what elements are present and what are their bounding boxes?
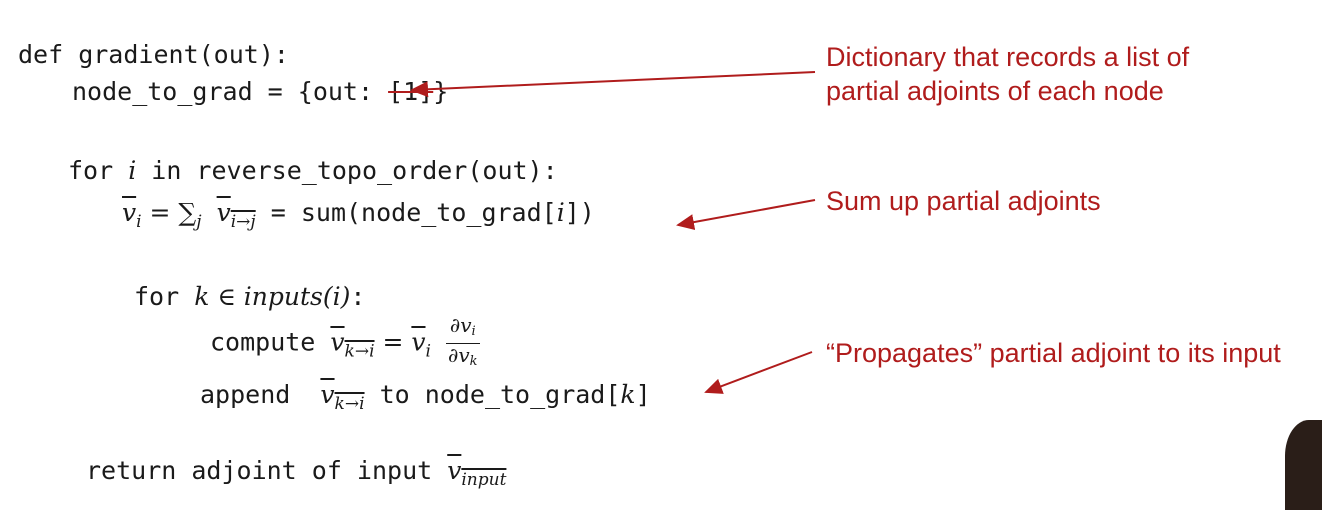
code-line-return: return adjoint of input vinput bbox=[86, 456, 507, 490]
code-line-sum: vi = ∑j vi→j = sum(node_to_grad[i]) bbox=[122, 198, 595, 232]
annotation-dictionary: Dictionary that records a list of partia… bbox=[826, 42, 1190, 106]
code-line-def: def gradient(out): bbox=[18, 40, 289, 69]
presenter-silhouette bbox=[1285, 420, 1322, 510]
code-line-for-i: for i in reverse_topo_order(out): bbox=[68, 156, 558, 185]
code-line-append: append vk→i to node_to_grad[k] bbox=[200, 380, 651, 414]
arrow-to-dictionary bbox=[410, 71, 816, 98]
code-line-for-k: for k ∈ inputs(i): bbox=[134, 282, 366, 311]
arrow-to-sum bbox=[676, 199, 816, 230]
partial-derivative-fraction: ∂vi∂vk bbox=[446, 313, 480, 369]
annotation-sum-up: Sum up partial adjoints bbox=[826, 186, 1101, 216]
arrow-to-append bbox=[704, 351, 813, 394]
annotation-arrows bbox=[410, 71, 816, 394]
code-line-compute: compute vk→i = vi ∂vi∂vk bbox=[210, 314, 480, 373]
code-line-node-to-grad: node_to_grad = {out: [1]} bbox=[72, 77, 449, 106]
annotation-propagates: “Propagates” partial adjoint to its inpu… bbox=[826, 338, 1281, 368]
